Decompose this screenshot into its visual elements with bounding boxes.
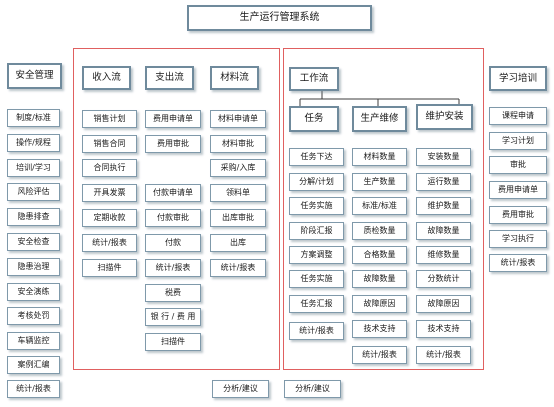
expense-item[interactable]: 银 行 / 费 用 [145,308,201,326]
task-item[interactable]: 任务实施 [289,270,344,288]
material-item[interactable]: 材料审批 [210,135,266,153]
workflow-panel [283,48,484,370]
training-item[interactable]: 学习执行 [489,230,547,248]
install-item[interactable]: 故障原因 [416,295,471,313]
task-item[interactable]: 方案调整 [289,246,344,264]
expense-header[interactable]: 支出流 [145,66,194,90]
analysis-workflow-box[interactable]: 分析/建议 [284,380,341,398]
training-item[interactable]: 费用申请单 [489,181,547,199]
task-header[interactable]: 任务 [289,106,339,132]
income-item[interactable]: 扫描件 [82,259,137,277]
material-item[interactable]: 领料单 [210,184,266,202]
safety-item[interactable]: 制度/标准 [7,109,60,127]
install-item[interactable]: 运行数量 [416,173,471,191]
finance-panel [73,48,280,370]
maintenance-item[interactable]: 质检数量 [352,222,407,240]
task-item[interactable]: 任务下达 [289,148,344,166]
material-item[interactable]: 统计/报表 [210,259,266,277]
expense-item[interactable]: 付款申请单 [145,184,201,202]
task-item[interactable]: 统计/报表 [289,322,344,340]
maintenance-item[interactable]: 材料数量 [352,148,407,166]
task-item[interactable]: 阶段汇报 [289,222,344,240]
safety-header[interactable]: 安全管理 [7,63,62,89]
income-item[interactable]: 合同执行 [82,159,137,177]
material-item[interactable]: 采购/入库 [210,159,266,177]
task-item[interactable]: 分解/计划 [289,173,344,191]
training-header[interactable]: 学习培训 [489,66,547,91]
safety-item[interactable]: 安全演练 [7,283,60,301]
expense-item[interactable]: 扫描件 [145,333,201,351]
training-item[interactable]: 费用审批 [489,206,547,224]
safety-item[interactable]: 车辆监控 [7,332,60,350]
expense-item[interactable]: 付款 [145,234,201,252]
install-item[interactable]: 统计/报表 [416,346,471,364]
maintenance-item[interactable]: 生产数量 [352,173,407,191]
income-item[interactable]: 统计/报表 [82,234,137,252]
maintenance-header[interactable]: 生产维修 [352,106,407,132]
install-item[interactable]: 技术支持 [416,320,471,338]
install-item[interactable]: 维护数量 [416,197,471,215]
maintenance-item[interactable]: 故障数量 [352,270,407,288]
install-item[interactable]: 维修数量 [416,246,471,264]
maintenance-item[interactable]: 合格数量 [352,246,407,264]
expense-item[interactable]: 费用申请单 [145,110,201,128]
maintenance-item[interactable]: 技术支持 [352,320,407,338]
task-item[interactable]: 任务汇报 [289,295,344,313]
safety-item[interactable]: 隐患治理 [7,258,60,276]
material-item[interactable]: 出库审批 [210,209,266,227]
safety-item[interactable]: 培训/学习 [7,159,60,177]
safety-item[interactable]: 考核处罚 [7,307,60,325]
install-header[interactable]: 维护安装 [416,104,473,130]
maintenance-item[interactable]: 统计/报表 [352,346,407,364]
install-item[interactable]: 故障数量 [416,222,471,240]
task-item[interactable]: 任务实施 [289,197,344,215]
system-title: 生产运行管理系统 [187,5,372,31]
income-item[interactable]: 开具发票 [82,184,137,202]
material-header[interactable]: 材料流 [210,66,259,90]
expense-item[interactable]: 费用审批 [145,135,201,153]
income-item[interactable]: 定期收款 [82,209,137,227]
training-item[interactable]: 学习计划 [489,132,547,150]
safety-item[interactable]: 风险评估 [7,183,60,201]
income-item[interactable]: 销售计划 [82,110,137,128]
install-item[interactable]: 安装数量 [416,148,471,166]
material-item[interactable]: 材料申请单 [210,110,266,128]
training-item[interactable]: 课程申请 [489,107,547,125]
safety-item[interactable]: 操作/规程 [7,134,60,152]
safety-item[interactable]: 案例汇编 [7,356,60,374]
maintenance-item[interactable]: 故障原因 [352,295,407,313]
income-header[interactable]: 收入流 [82,66,131,90]
maintenance-item[interactable]: 标准/标准 [352,197,407,215]
material-item[interactable]: 出库 [210,234,266,252]
safety-item[interactable]: 安全检查 [7,233,60,251]
expense-item[interactable]: 税费 [145,284,201,302]
expense-item[interactable]: 统计/报表 [145,259,201,277]
workflow-header[interactable]: 工作流 [289,67,339,91]
income-item[interactable]: 销售合同 [82,135,137,153]
expense-item[interactable]: 付款审批 [145,209,201,227]
install-item[interactable]: 分数统计 [416,270,471,288]
analysis-finance-box[interactable]: 分析/建议 [212,380,269,398]
safety-item[interactable]: 统计/报表 [7,380,60,398]
training-item[interactable]: 审批 [489,156,547,174]
safety-item[interactable]: 隐患排查 [7,208,60,226]
training-item[interactable]: 统计/报表 [489,254,547,272]
